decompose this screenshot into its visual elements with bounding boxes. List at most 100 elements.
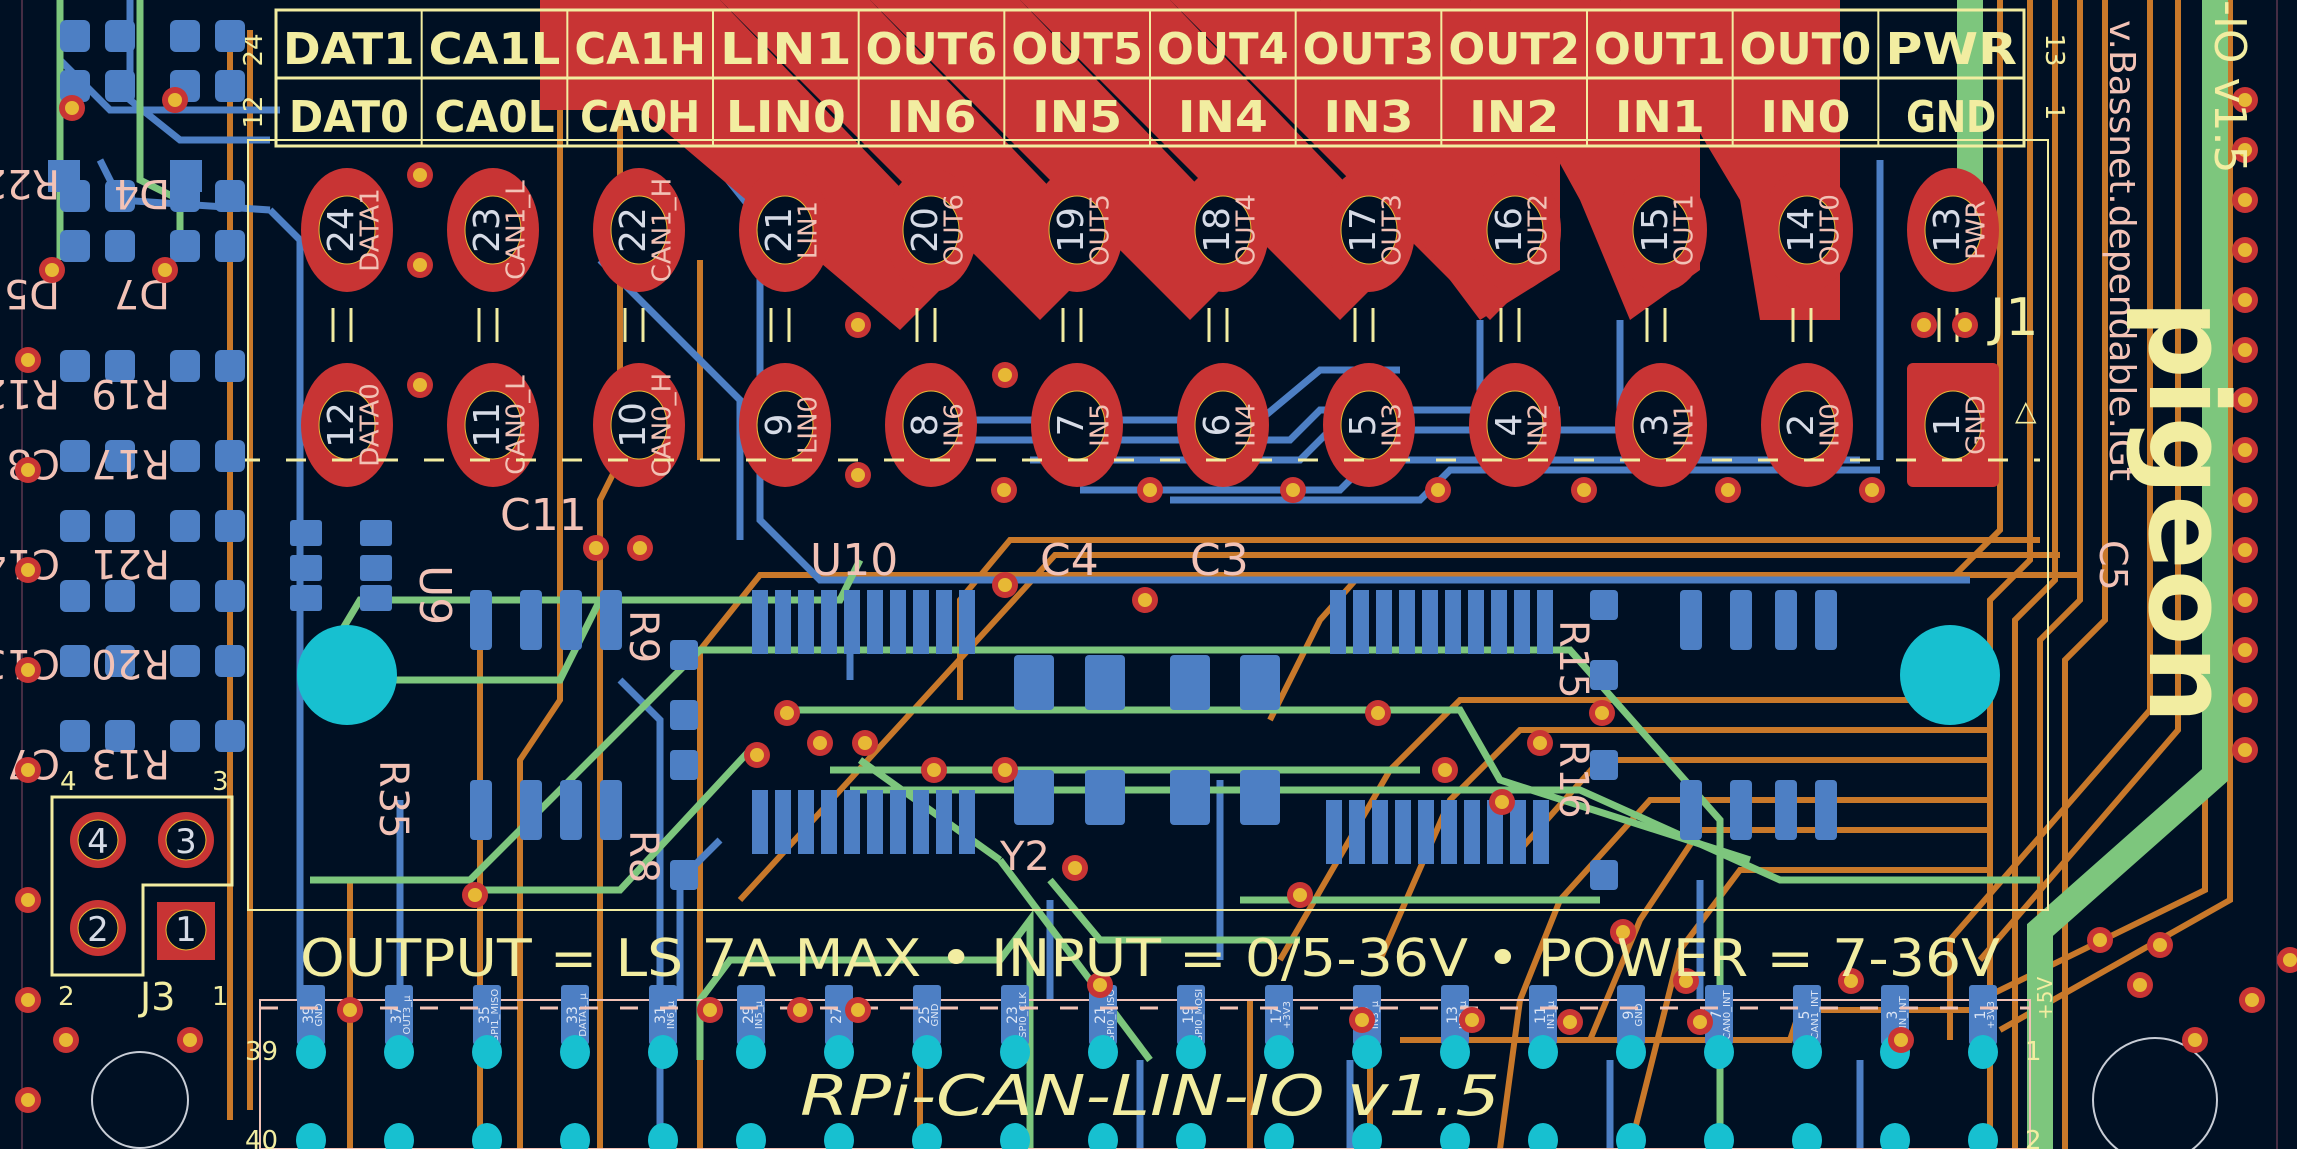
j3-pad-4: 4 — [87, 822, 109, 862]
right-vertical-fab-text: v.Bassnet.dependable.iGt — [2101, 20, 2142, 481]
svg-text:CAN1_L: CAN1_L — [502, 180, 532, 280]
svg-text:3: 3 — [1635, 414, 1676, 437]
via — [1715, 477, 1741, 503]
j3-pad-2: 2 — [87, 910, 109, 950]
via — [2232, 437, 2258, 463]
header-label-bottom: LIN0 — [726, 92, 846, 143]
svg-text:23: 23 — [1005, 1006, 1021, 1024]
via — [1838, 968, 1864, 994]
via — [744, 742, 770, 768]
gpio-pad[interactable]: 13IN2_µ — [1440, 985, 1470, 1149]
via — [2232, 637, 2258, 663]
via — [15, 557, 41, 583]
svg-text:C4: C4 — [1040, 535, 1099, 586]
via — [2232, 487, 2258, 513]
j3-corner-1: 1 — [212, 982, 229, 1012]
svg-text:R17: R17 — [91, 440, 170, 486]
gpio-pad[interactable]: 1+3V3 — [1968, 985, 1998, 1149]
svg-text:19: 19 — [1051, 207, 1092, 253]
via — [2232, 337, 2258, 363]
svg-text:37: 37 — [389, 1006, 405, 1024]
svg-text:R22: R22 — [0, 160, 60, 206]
edge-version-label: -IO v1.5 — [2204, 0, 2255, 174]
svg-text:+3V3: +3V3 — [1282, 1001, 1293, 1029]
gpio-pad[interactable]: 27 — [824, 985, 854, 1149]
svg-text:IN3_µ: IN3_µ — [1370, 1000, 1381, 1029]
svg-text:GND: GND — [930, 1003, 941, 1026]
svg-text:OUT3_µ: OUT3_µ — [402, 995, 413, 1035]
via — [1673, 968, 1699, 994]
j3-pad-3: 3 — [175, 822, 197, 862]
via — [787, 997, 813, 1023]
via — [845, 462, 871, 488]
svg-text:17: 17 — [1343, 207, 1384, 253]
svg-text:5: 5 — [1797, 1011, 1813, 1020]
gpio-pad[interactable]: 17+3V3 — [1264, 985, 1294, 1149]
svg-text:IN5: IN5 — [1086, 403, 1116, 447]
via — [2232, 137, 2258, 163]
svg-text:IN1_µ: IN1_µ — [1546, 1000, 1557, 1029]
via — [845, 312, 871, 338]
via — [2232, 587, 2258, 613]
via — [152, 257, 178, 283]
j3-reference: J3 — [138, 975, 175, 1019]
header-label-top: CA1L — [429, 24, 561, 75]
via — [59, 95, 85, 121]
header-label-bottom: IN3 — [1324, 92, 1414, 143]
svg-text:22: 22 — [613, 207, 654, 253]
via — [991, 477, 1017, 503]
via — [53, 1027, 79, 1053]
svg-text:D4: D4 — [114, 170, 170, 216]
svg-text:6: 6 — [1197, 414, 1238, 437]
svg-text:8: 8 — [905, 414, 946, 437]
svg-text:IN0: IN0 — [1816, 403, 1846, 447]
svg-text:C11: C11 — [500, 490, 587, 541]
svg-text:LIN_INT: LIN_INT — [1898, 995, 1909, 1033]
plus5v-rail — [1957, 0, 2228, 1149]
j1-pin1-marker: △ — [2015, 394, 2037, 427]
header-label-bottom: CA0H — [580, 92, 700, 143]
svg-text:R16: R16 — [1550, 740, 1596, 819]
svg-text:IN6: IN6 — [940, 403, 970, 447]
